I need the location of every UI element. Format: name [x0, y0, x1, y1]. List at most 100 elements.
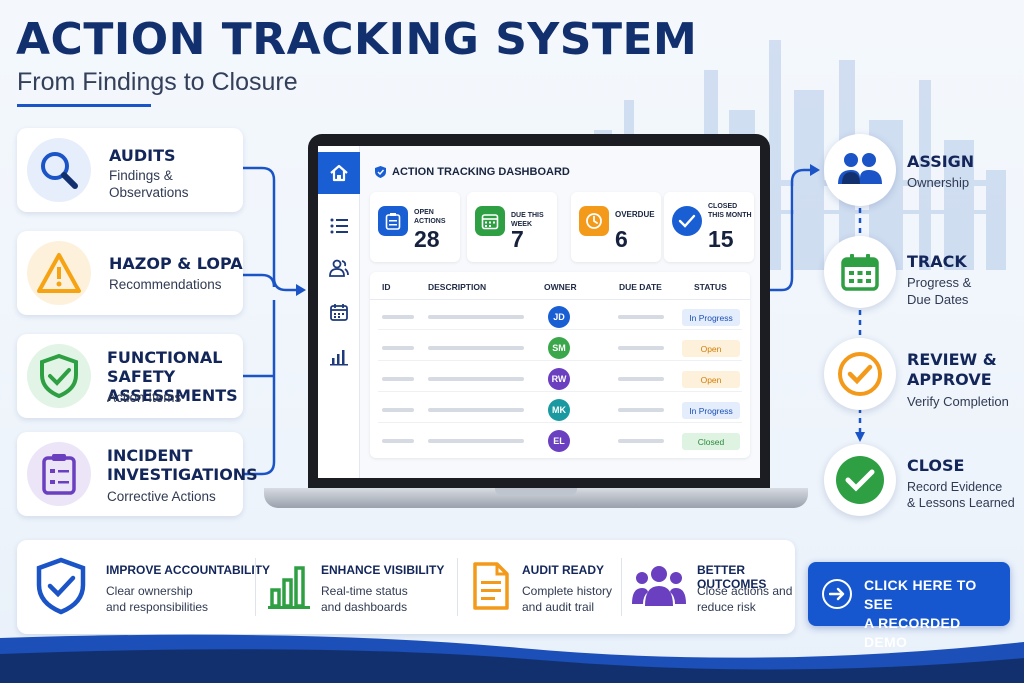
actions-table: ID DESCRIPTION OWNER DUE DATE STATUS JD … [370, 272, 750, 458]
table-row[interactable]: SM Open [378, 335, 742, 361]
benefit-title: IMPROVE ACCOUNTABILITY [106, 563, 270, 577]
dashboard-screen: ACTION TRACKING DASHBOARD OPEN ACTIONS 2… [318, 146, 760, 478]
benefit-subtitle: and audit trail [522, 600, 595, 614]
benefit-subtitle: Clear ownership [106, 584, 193, 598]
shield-check-icon [27, 344, 91, 408]
page-subtitle: From Findings to Closure [17, 68, 298, 96]
group-icon [631, 556, 687, 616]
calendar-icon [824, 236, 896, 308]
owner-avatar: MK [548, 399, 570, 421]
stat-overdue[interactable]: OVERDUE 6 [571, 192, 661, 262]
shield-icon [375, 166, 386, 178]
stat-value: 6 [615, 226, 628, 252]
stat-closed-this-month[interactable]: CLOSED THIS MONTH 15 [664, 192, 754, 262]
recorded-demo-button[interactable]: CLICK HERE TO SEE A RECORDED DEMO [808, 562, 1010, 650]
status-badge: In Progress [682, 402, 740, 419]
source-subtitle: Corrective Actions [107, 489, 216, 504]
calendar-icon [475, 206, 505, 236]
source-title: INCIDENT [107, 446, 193, 465]
source-title: HAZOP & LOPA [109, 254, 243, 273]
users-icon[interactable] [329, 258, 349, 278]
demo-line-2: A RECORDED DEMO [864, 615, 961, 650]
benefit-subtitle: Real-time status [321, 584, 408, 598]
due-date-placeholder [618, 315, 664, 319]
stat-value: 15 [708, 226, 734, 252]
id-placeholder [382, 346, 414, 350]
stat-open-actions[interactable]: OPEN ACTIONS 28 [370, 192, 460, 262]
arrow-right-icon [822, 579, 852, 609]
source-card-hazop: HAZOP & LOPA Recommendations [17, 231, 243, 315]
list-icon[interactable] [329, 216, 349, 236]
benefit-subtitle: and dashboards [321, 600, 408, 614]
owner-avatar: RW [548, 368, 570, 390]
status-badge: Open [682, 340, 740, 357]
demo-button-label: CLICK HERE TO SEE A RECORDED DEMO [864, 576, 1004, 652]
step-title: CLOSE [907, 456, 965, 475]
stat-label: DUE THIS WEEK [511, 212, 544, 228]
benefit-title: BETTER OUTCOMES [697, 563, 767, 591]
source-title: SAFETY ASSESSMENTS [107, 367, 238, 405]
people-icon [824, 134, 896, 206]
source-subtitle: Observations [109, 185, 189, 200]
due-date-placeholder [618, 346, 664, 350]
stat-label: OVERDUE [615, 210, 655, 219]
calendar-icon[interactable] [329, 302, 349, 322]
step-title: ASSIGN [907, 152, 975, 171]
source-card-functional-safety: FUNCTIONAL SAFETY ASSESSMENTS Action Ite… [17, 334, 243, 418]
step-title: APPROVE [907, 370, 992, 389]
source-subtitle: Findings & [109, 168, 173, 183]
source-title: FUNCTIONAL [107, 348, 223, 367]
warning-icon [27, 241, 91, 305]
footer-wave [0, 634, 1024, 683]
table-row[interactable]: EL Closed [378, 428, 742, 454]
description-placeholder [428, 346, 524, 350]
source-subtitle: Recommendations [109, 277, 222, 292]
description-placeholder [428, 377, 524, 381]
home-icon[interactable] [318, 152, 360, 194]
stat-due-this-week[interactable]: DUE THIS WEEK 7 [467, 192, 557, 262]
dashboard-title: ACTION TRACKING DASHBOARD [392, 166, 570, 178]
table-row[interactable]: RW Open [378, 366, 742, 392]
bar-chart-icon[interactable] [329, 346, 349, 366]
step-subtitle: Due Dates [907, 292, 969, 307]
due-date-placeholder [618, 377, 664, 381]
laptop-notch [495, 488, 577, 495]
description-placeholder [428, 439, 524, 443]
benefit-title: AUDIT READY [522, 563, 605, 577]
benefit-subtitle: Close actions and [697, 584, 793, 598]
stat-value: 7 [511, 226, 524, 252]
status-badge: Closed [682, 433, 740, 450]
table-row[interactable]: JD In Progress [378, 304, 742, 330]
column-header: DESCRIPTION [428, 282, 487, 292]
benefit-subtitle: reduce risk [697, 600, 756, 614]
divider [457, 558, 458, 616]
column-header: DUE DATE [619, 282, 662, 292]
step-subtitle: Ownership [907, 175, 970, 190]
id-placeholder [382, 439, 414, 443]
step-subtitle: Verify Completion [907, 394, 1009, 409]
step-subtitle: & Lessons Learned [907, 496, 1015, 510]
source-title: INVESTIGATIONS [107, 465, 258, 484]
id-placeholder [382, 377, 414, 381]
status-badge: Open [682, 371, 740, 388]
clock-icon [579, 206, 609, 236]
status-badge: In Progress [682, 309, 740, 326]
clipboard-icon [378, 206, 408, 236]
benefit-title: ENHANCE VISIBILITY [321, 563, 445, 577]
divider [255, 558, 256, 616]
laptop-base [264, 488, 808, 508]
check-circle-icon [672, 206, 702, 236]
column-header: ID [382, 282, 391, 292]
benefit-subtitle: Complete history [522, 584, 613, 598]
shield-check-icon [33, 556, 89, 616]
benefits-panel: IMPROVE ACCOUNTABILITY Clear ownership a… [17, 540, 795, 634]
table-row[interactable]: MK In Progress [378, 397, 742, 423]
step-subtitle: Record Evidence [907, 480, 1003, 494]
due-date-placeholder [618, 439, 664, 443]
demo-line-1: CLICK HERE TO SEE [864, 577, 977, 612]
owner-avatar: EL [548, 430, 570, 452]
stat-value: 28 [414, 226, 440, 252]
stat-label: OPEN ACTIONS [414, 209, 446, 225]
clipboard-icon [27, 442, 91, 506]
source-card-incident: INCIDENT INVESTIGATIONS Corrective Actio… [17, 432, 258, 516]
